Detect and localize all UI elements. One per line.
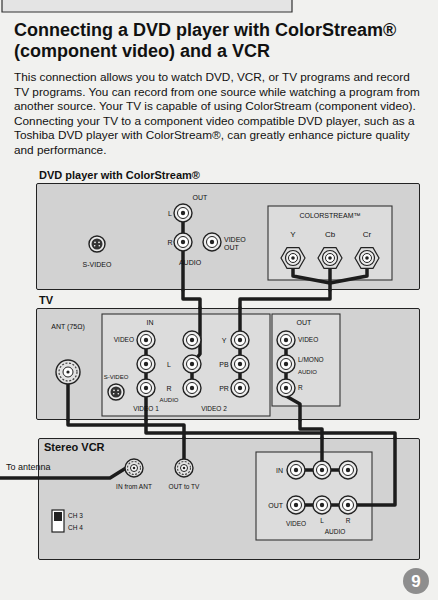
jack-label: L/MONO <box>298 357 324 364</box>
rca-jack <box>277 355 295 373</box>
antenna-jack <box>125 459 143 477</box>
rca-jack <box>174 233 192 251</box>
jack-label: R <box>346 518 351 525</box>
av-cable <box>300 420 322 438</box>
cut-off-box <box>2 0 292 12</box>
rca-jack <box>339 496 357 514</box>
jack-label: S-VIDEO <box>83 261 112 268</box>
page-number: 9 <box>411 573 420 590</box>
jack-label: Cb <box>325 231 335 239</box>
av-cable <box>240 290 330 308</box>
rca-jack <box>287 496 305 514</box>
jack-panel <box>102 314 270 416</box>
page-title: Connecting a DVD player with ColorStream… <box>14 20 434 62</box>
jack-label: L <box>168 210 172 217</box>
jack-label: PR <box>219 385 229 392</box>
jack-label: L <box>167 361 171 368</box>
rca-jack <box>183 355 201 373</box>
jack-label: IN from ANT <box>116 484 152 491</box>
jack-label: VIDEO 1 <box>133 406 159 413</box>
av-cable <box>68 420 184 438</box>
rca-jack <box>231 379 249 397</box>
jack-panel <box>256 452 372 540</box>
jack-label: Cr <box>363 231 371 239</box>
jack-label: VIDEO <box>114 337 134 344</box>
jack-label: VIDEO OUT <box>224 236 254 251</box>
jack-label: OUT to TV <box>169 484 200 491</box>
jack-label: VIDEO <box>286 521 306 528</box>
component-jack <box>355 248 379 269</box>
rca-jack <box>183 331 201 349</box>
device-name: DVD player with ColorStream® <box>39 169 200 182</box>
jack-label: CH 3 <box>68 513 83 520</box>
s-video-jack <box>89 236 105 252</box>
jack-label: OUT <box>297 319 312 326</box>
rca-jack <box>137 379 155 397</box>
jack-label: OUT <box>193 194 208 201</box>
jack-label: IN <box>147 319 154 326</box>
rca-jack <box>231 331 249 349</box>
jack-label: AUDIO <box>179 259 201 266</box>
jack-label: R <box>166 385 171 392</box>
rca-jack <box>313 461 331 479</box>
jack-panel <box>268 206 392 280</box>
jack-label: OUT <box>268 502 283 509</box>
jack-label: VIDEO <box>298 337 318 344</box>
av-cable <box>183 290 200 308</box>
jack-label: AUDIO <box>159 397 178 403</box>
jack-label: CH 4 <box>68 525 83 532</box>
jack-label: IN <box>276 467 283 474</box>
jack-label: ANT (75Ω) <box>51 323 85 330</box>
device-name: TV <box>39 294 53 307</box>
callout-text: To antenna <box>6 463 51 472</box>
jack-label: PB <box>219 361 228 368</box>
jack-label: AUDIO <box>298 369 317 375</box>
rca-jack <box>339 461 357 479</box>
rca-jack <box>137 355 155 373</box>
s-video-jack <box>108 384 124 400</box>
jack-label: COLORSTREAM™ <box>299 212 360 219</box>
rca-jack <box>287 461 305 479</box>
rca-jack <box>137 331 155 349</box>
jack-label: R <box>298 385 303 392</box>
body-text: This connection allows you to watch DVD,… <box>14 70 426 157</box>
switch-slider <box>54 512 62 521</box>
jack-label: AUDIO <box>325 529 346 536</box>
jack-label: VIDEO 2 <box>201 406 227 413</box>
component-jack <box>281 248 305 269</box>
antenna-jack <box>56 360 80 384</box>
rca-jack <box>174 204 192 222</box>
antenna-jack <box>175 459 193 477</box>
rca-jack <box>277 331 295 349</box>
jack-panel <box>272 314 340 406</box>
rca-jack <box>203 233 221 251</box>
jack-label: L <box>320 518 324 525</box>
device-name: Stereo VCR <box>44 441 105 454</box>
rca-jack <box>231 355 249 373</box>
jack-label: Y <box>222 337 227 344</box>
jack-label: R <box>167 239 172 246</box>
jack-label: Y <box>290 231 295 239</box>
page-number-badge: 9 <box>403 568 429 594</box>
av-cable <box>146 420 395 438</box>
component-jack <box>318 248 342 269</box>
rca-jack <box>183 379 201 397</box>
channel-switch <box>52 510 64 532</box>
rca-jack <box>313 496 331 514</box>
jack-label: S-VIDEO <box>104 374 129 380</box>
rca-jack <box>277 379 295 397</box>
